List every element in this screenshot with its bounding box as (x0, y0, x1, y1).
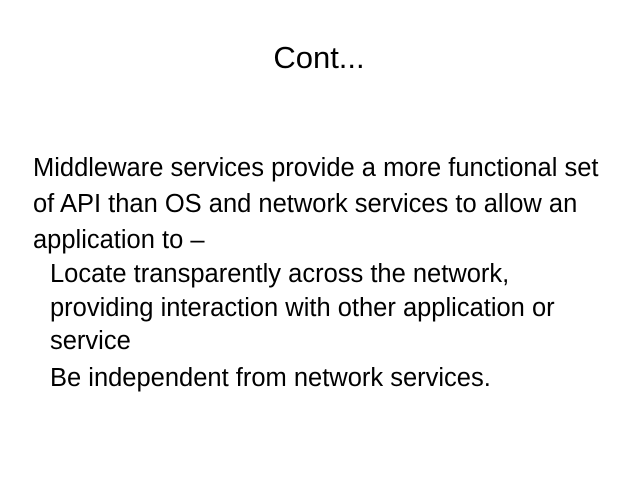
sub-bullet-list: Locate transparently across the network,… (33, 258, 613, 395)
slide-body: Middleware services provide a more funct… (33, 150, 613, 395)
sub-bullet-item-2: Be independent from network services. (50, 363, 491, 392)
slide-title: Cont... (273, 40, 365, 75)
sub-bullet-item-1: Locate transparently across the network,… (50, 260, 562, 355)
body-paragraph-intro: Middleware services provide a more funct… (33, 154, 606, 254)
